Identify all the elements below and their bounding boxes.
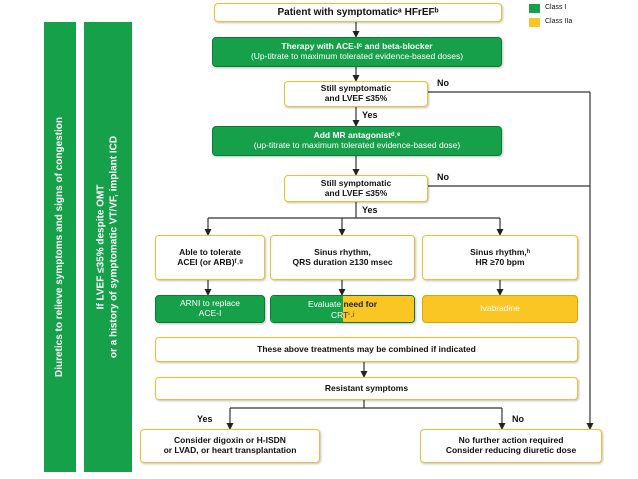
digoxin-line1: Consider digoxin or H-ISDN [174, 435, 286, 446]
digoxin-line2: or LVAD, or heart transplantation [163, 445, 297, 455]
patient-box: Patient with symptomaticᵃ HFrEFᵇ [214, 3, 502, 22]
still-symptomatic-box-2: Still symptomatic and LVEF ≤35% [284, 175, 428, 202]
no-label-2: No [437, 172, 449, 182]
ivabradine-text: Ivabradine [480, 303, 520, 314]
legend-class1-label: Class I [545, 4, 567, 11]
mra-box: Add MR antagonistᵈ˒ᵉ (up-titrate to maxi… [212, 126, 502, 156]
yes-label-2: Yes [362, 205, 378, 215]
acei-tolerate-box: Able to tolerate ACEI (or ARB)ᶠ˒ᵍ [155, 235, 265, 280]
yes-label-3: Yes [197, 414, 213, 424]
crt-green-half [271, 296, 343, 322]
mra-line1: Add MR antagonistᵈ˒ᵉ [313, 130, 401, 141]
sinus1-line2: QRS duration ≥130 msec [292, 256, 393, 267]
nofurther-line1: No further action required [458, 435, 564, 446]
resistant-box: Resistant symptoms [155, 377, 578, 400]
still2-line1: Still symptomatic [320, 177, 392, 188]
no-further-box: No further action required Consider redu… [420, 429, 602, 463]
no-label-1: No [437, 78, 449, 88]
therapy-box: Therapy with ACE-Iᶜ and beta-blocker (Up… [212, 37, 502, 67]
resistant-text: Resistant symptoms [324, 382, 409, 393]
legend-class1-swatch [529, 4, 540, 13]
acei-line1: Able to tolerate [179, 246, 241, 257]
arni-line1: ARNI to replace [180, 298, 240, 309]
nofurther-line2: Consider reducing diuretic dose [445, 445, 577, 455]
sinus2-line2: HR ≥70 bpm [475, 256, 525, 267]
diuretics-bar: Diuretics to relieve symptoms and signs … [44, 22, 76, 472]
combined-box: These above treatments may be combined i… [155, 337, 578, 362]
sinus-qrs-box: Sinus rhythm, QRS duration ≥130 msec [270, 235, 415, 280]
therapy-line2: (Up-titrate to maximum tolerated evidenc… [250, 51, 464, 61]
sinus2-line1: Sinus rhythm,ʰ [470, 246, 530, 257]
crt-evaluate: Evaluate [308, 299, 342, 309]
sinus1-line1: Sinus rhythm, [314, 246, 371, 257]
crt-box: Evaluate need for CRTⁱ˒ʲ [270, 295, 415, 323]
combined-text: These above treatments may be combined i… [257, 343, 476, 354]
crt-yellow-half [343, 296, 414, 322]
digoxin-box: Consider digoxin or H-ISDN or LVAD, or h… [140, 429, 320, 463]
no-label-3: No [512, 414, 524, 424]
therapy-line1: Therapy with ACE-Iᶜ and beta-blocker [281, 41, 433, 52]
still2-line2: and LVEF ≤35% [324, 187, 388, 198]
crt-need-for: need for [343, 299, 377, 309]
diuretics-text: Diuretics to relieve symptoms and signs … [53, 116, 65, 378]
yes-label-1: Yes [362, 110, 378, 120]
mra-line2: (up-titrate to maximum tolerated evidenc… [253, 140, 461, 150]
legend-class2a-label: Class IIa [545, 18, 573, 25]
sinus-hr-box: Sinus rhythm,ʰ HR ≥70 bpm [422, 235, 578, 280]
acei-line2: ACEI (or ARB)ᶠ˒ᵍ [177, 256, 243, 267]
crt-cr: CR [330, 310, 344, 320]
arni-line2: ACE-I [198, 308, 222, 318]
still1-line1: Still symptomatic [320, 83, 392, 94]
ivabradine-box: Ivabradine [422, 295, 578, 323]
legend-class2a-swatch [529, 18, 540, 27]
still-symptomatic-box-1: Still symptomatic and LVEF ≤35% [284, 81, 428, 107]
crt-t: Tⁱ˒ʲ [343, 310, 355, 320]
patient-text: Patient with symptomaticᵃ HFrEFᵇ [277, 6, 439, 18]
arni-box: ARNI to replace ACE-I [155, 295, 265, 323]
still1-line2: and LVEF ≤35% [324, 93, 388, 103]
